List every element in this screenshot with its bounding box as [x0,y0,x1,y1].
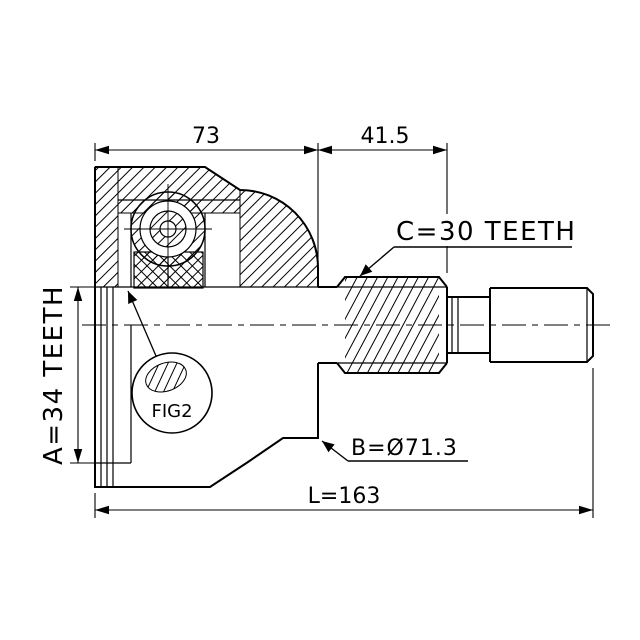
dim-73-arrow-left [95,145,109,155]
boot-groove-lines [100,287,114,487]
dim-l-arrow-right [579,505,593,515]
shaft-middle-cylinder [447,288,491,362]
spline-section [336,276,448,374]
dim-415-label: 41.5 [361,124,410,149]
label-c-arrow [360,264,373,276]
fig2-leader-arrow [128,291,138,304]
label-b-text: B=Ø71.3 [351,436,458,461]
dim-73-lines [94,143,319,264]
dim-a-arrow-bottom [73,449,83,463]
label-c-text: C=30 TEETH [396,217,576,247]
section-hatch-left-wall [94,166,119,288]
cv-joint-housing [94,166,319,488]
dim-415-arrow-left [318,145,332,155]
dim-l-label: L=163 [308,484,381,509]
fig2-label: FIG2 [151,401,192,422]
shaft-neck [318,286,337,364]
snap-ring-groove-lines [451,288,588,362]
fig2-balloon: FIG2 [127,290,213,434]
fig2-detail-blob [145,361,187,393]
dim-a-lines [70,286,95,464]
bearing-center-marks [124,184,212,274]
dimension-inner-spline: A=34 TEETH [39,285,95,465]
spline-minor-lines [337,286,447,364]
label-b-arrow [322,441,335,453]
dim-415-lines [318,143,448,273]
dimension-housing-length: 73 [94,124,319,264]
dim-l-arrow-left [95,505,109,515]
housing-outline [94,166,319,488]
spline-outline [336,276,448,374]
shaft [318,276,594,374]
label-outer-spline: C=30 TEETH [359,217,576,277]
dimension-spline-length: 41.5 [318,124,448,273]
dim-73-arrow-right [304,145,318,155]
dim-a-label: A=34 TEETH [39,285,69,465]
dim-l-lines [94,368,594,518]
dim-a-arrow-top [73,287,83,301]
shaft-end-journal [490,287,594,363]
dim-415-arrow-right [433,145,447,155]
ball-bearing-assembly [124,184,212,274]
spline-hatch [345,277,439,373]
dimension-total-length: L=163 [94,368,594,518]
label-outer-diameter: B=Ø71.3 [321,436,468,462]
dim-73-label: 73 [192,124,220,149]
